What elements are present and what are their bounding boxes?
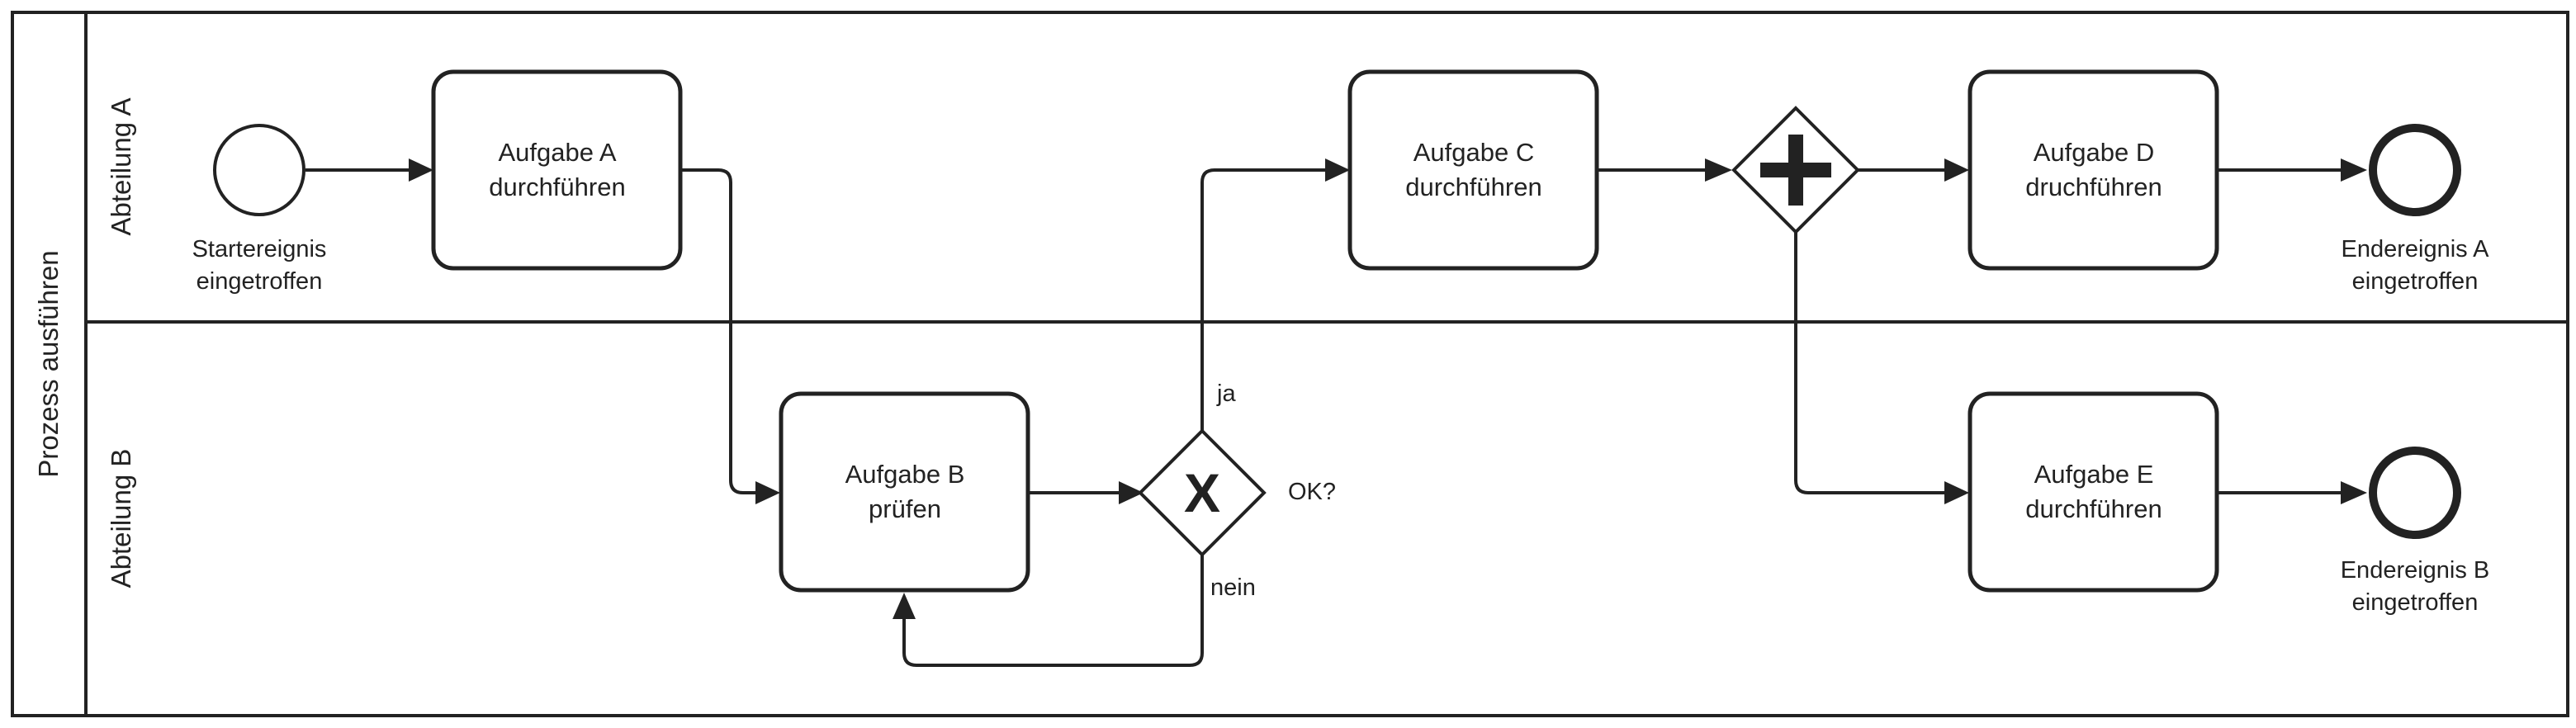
- task-a-label-line-1: Aufgabe A: [498, 138, 616, 167]
- task-b[interactable]: Aufgabe B prüfen: [779, 391, 1030, 593]
- end-event-a[interactable]: Endereignis A eingetroffen: [2342, 124, 2490, 295]
- end-event-b-label-line-2: eingetroffen: [2352, 589, 2479, 616]
- end-event-b[interactable]: Endereignis B eingetroffen: [2341, 447, 2490, 616]
- end-event-a-label-line-1: Endereignis A: [2342, 236, 2490, 262]
- end-event-b-circle-icon: [2369, 447, 2461, 539]
- arrowhead-icon: [2341, 481, 2367, 504]
- exclusive-gateway-diamond-icon: [1138, 428, 1267, 557]
- parallel-gateway[interactable]: [1731, 106, 1860, 234]
- flow-gateway-x-to-task-b-nein[interactable]: [902, 555, 1204, 667]
- exclusive-gateway[interactable]: X OK? ja nein: [1138, 381, 1336, 601]
- flow-label-nein: nein: [1210, 574, 1256, 601]
- task-b-box: [779, 391, 1030, 593]
- task-d-box: [1968, 69, 2219, 271]
- flow-task-a-to-task-b[interactable]: [682, 168, 755, 494]
- task-d-label-line-2: druchführen: [2025, 173, 2162, 201]
- task-c-label-line-1: Aufgabe C: [1413, 138, 1535, 167]
- pool-border: [11, 11, 2569, 717]
- task-b-label-line-1: Aufgabe B: [845, 460, 965, 489]
- arrowhead-icon: [409, 158, 433, 182]
- lanes: Abteilung A Abteilung B: [86, 98, 2568, 589]
- task-d-label-line-1: Aufgabe D: [2034, 138, 2155, 167]
- task-a-box: [431, 69, 683, 271]
- task-b-label-line-2: prüfen: [869, 494, 941, 523]
- flow-label-ja: ja: [1216, 381, 1236, 407]
- arrowhead-icon: [1119, 481, 1144, 504]
- task-c[interactable]: Aufgabe C durchführen: [1347, 69, 1599, 271]
- start-event-label-line-1: Startereignis: [192, 236, 327, 262]
- task-d[interactable]: Aufgabe D druchführen: [1968, 69, 2219, 271]
- task-e-box: [1968, 391, 2219, 593]
- lane-label-abteilung-b: Abteilung B: [106, 449, 136, 589]
- arrowhead-icon: [755, 481, 780, 504]
- task-a[interactable]: Aufgabe A durchführen: [431, 69, 683, 271]
- task-c-box: [1347, 69, 1599, 271]
- exclusive-gateway-x-icon: X: [1184, 462, 1220, 523]
- end-event-a-circle-icon: [2369, 124, 2461, 216]
- pool: Prozess ausführen: [11, 11, 2569, 717]
- end-event-a-label-line-2: eingetroffen: [2352, 268, 2479, 295]
- pool-label: Prozess ausführen: [33, 250, 64, 477]
- task-a-label-line-2: durchführen: [489, 173, 625, 201]
- start-event[interactable]: Startereignis eingetroffen: [192, 124, 327, 295]
- start-event-circle-icon: [213, 124, 305, 216]
- flow-gateway-x-to-task-c-ja[interactable]: [1200, 168, 1325, 431]
- task-e[interactable]: Aufgabe E durchführen: [1968, 391, 2219, 593]
- arrowhead-icon: [1325, 158, 1350, 182]
- flow-gateway-plus-to-task-e[interactable]: [1794, 232, 1944, 494]
- task-e-label-line-1: Aufgabe E: [2034, 460, 2154, 489]
- start-event-label-line-2: eingetroffen: [197, 268, 323, 295]
- parallel-gateway-plus-icon: [1760, 163, 1831, 177]
- sequence-flows: [305, 168, 2341, 667]
- task-e-label-line-2: durchführen: [2025, 494, 2162, 523]
- arrowhead-icon: [893, 593, 916, 619]
- arrowhead-icon: [1944, 158, 1969, 182]
- end-event-b-label-line-1: Endereignis B: [2341, 557, 2490, 584]
- arrowheads: [409, 158, 2367, 619]
- task-c-label-line-2: durchführen: [1405, 173, 1541, 201]
- arrowhead-icon: [2341, 158, 2367, 182]
- arrowhead-icon: [1944, 481, 1969, 504]
- arrowhead-icon: [1705, 158, 1732, 182]
- lane-label-abteilung-a: Abteilung A: [106, 98, 136, 236]
- exclusive-gateway-label: OK?: [1288, 479, 1336, 505]
